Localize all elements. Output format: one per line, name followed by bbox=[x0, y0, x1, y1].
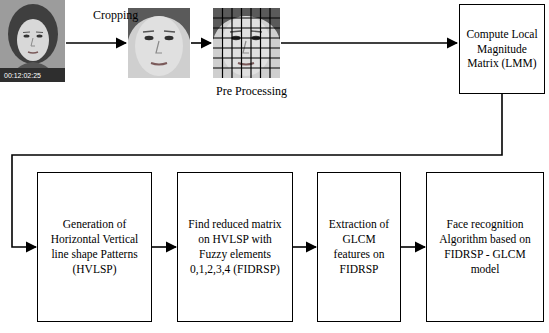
process-box: Extraction of GLCM features on FIDRSP bbox=[317, 172, 401, 322]
process-box: Generation of Horizontal Vertical line s… bbox=[37, 172, 152, 322]
box-text: Face recognition Algorithm based on FIDR… bbox=[432, 217, 538, 277]
step-label: Cropping bbox=[93, 8, 138, 22]
process-box: Compute Local Magnitude Matrix (LMM) bbox=[459, 4, 545, 94]
flow-arrow bbox=[293, 246, 316, 248]
flow-arrow bbox=[401, 246, 425, 248]
picture-arrows bbox=[66, 42, 457, 44]
box-text: Compute Local Magnitude Matrix (LMM) bbox=[465, 27, 539, 72]
flow-arrow bbox=[152, 246, 176, 248]
box-text: Find reduced matrix on HVLSP with Fuzzy … bbox=[183, 217, 287, 277]
timestamp: 00:12:02:25 bbox=[4, 72, 41, 79]
process-box: Face recognition Algorithm based on FIDR… bbox=[426, 172, 544, 322]
box-text: Generation of Horizontal Vertical line s… bbox=[43, 217, 146, 277]
face-photo bbox=[0, 0, 65, 82]
gridded-face bbox=[213, 8, 280, 78]
box-text: Extraction of GLCM features on FIDRSP bbox=[323, 217, 395, 277]
step-label: Pre Processing bbox=[216, 84, 287, 98]
process-box: Find reduced matrix on HVLSP with Fuzzy … bbox=[177, 172, 293, 322]
